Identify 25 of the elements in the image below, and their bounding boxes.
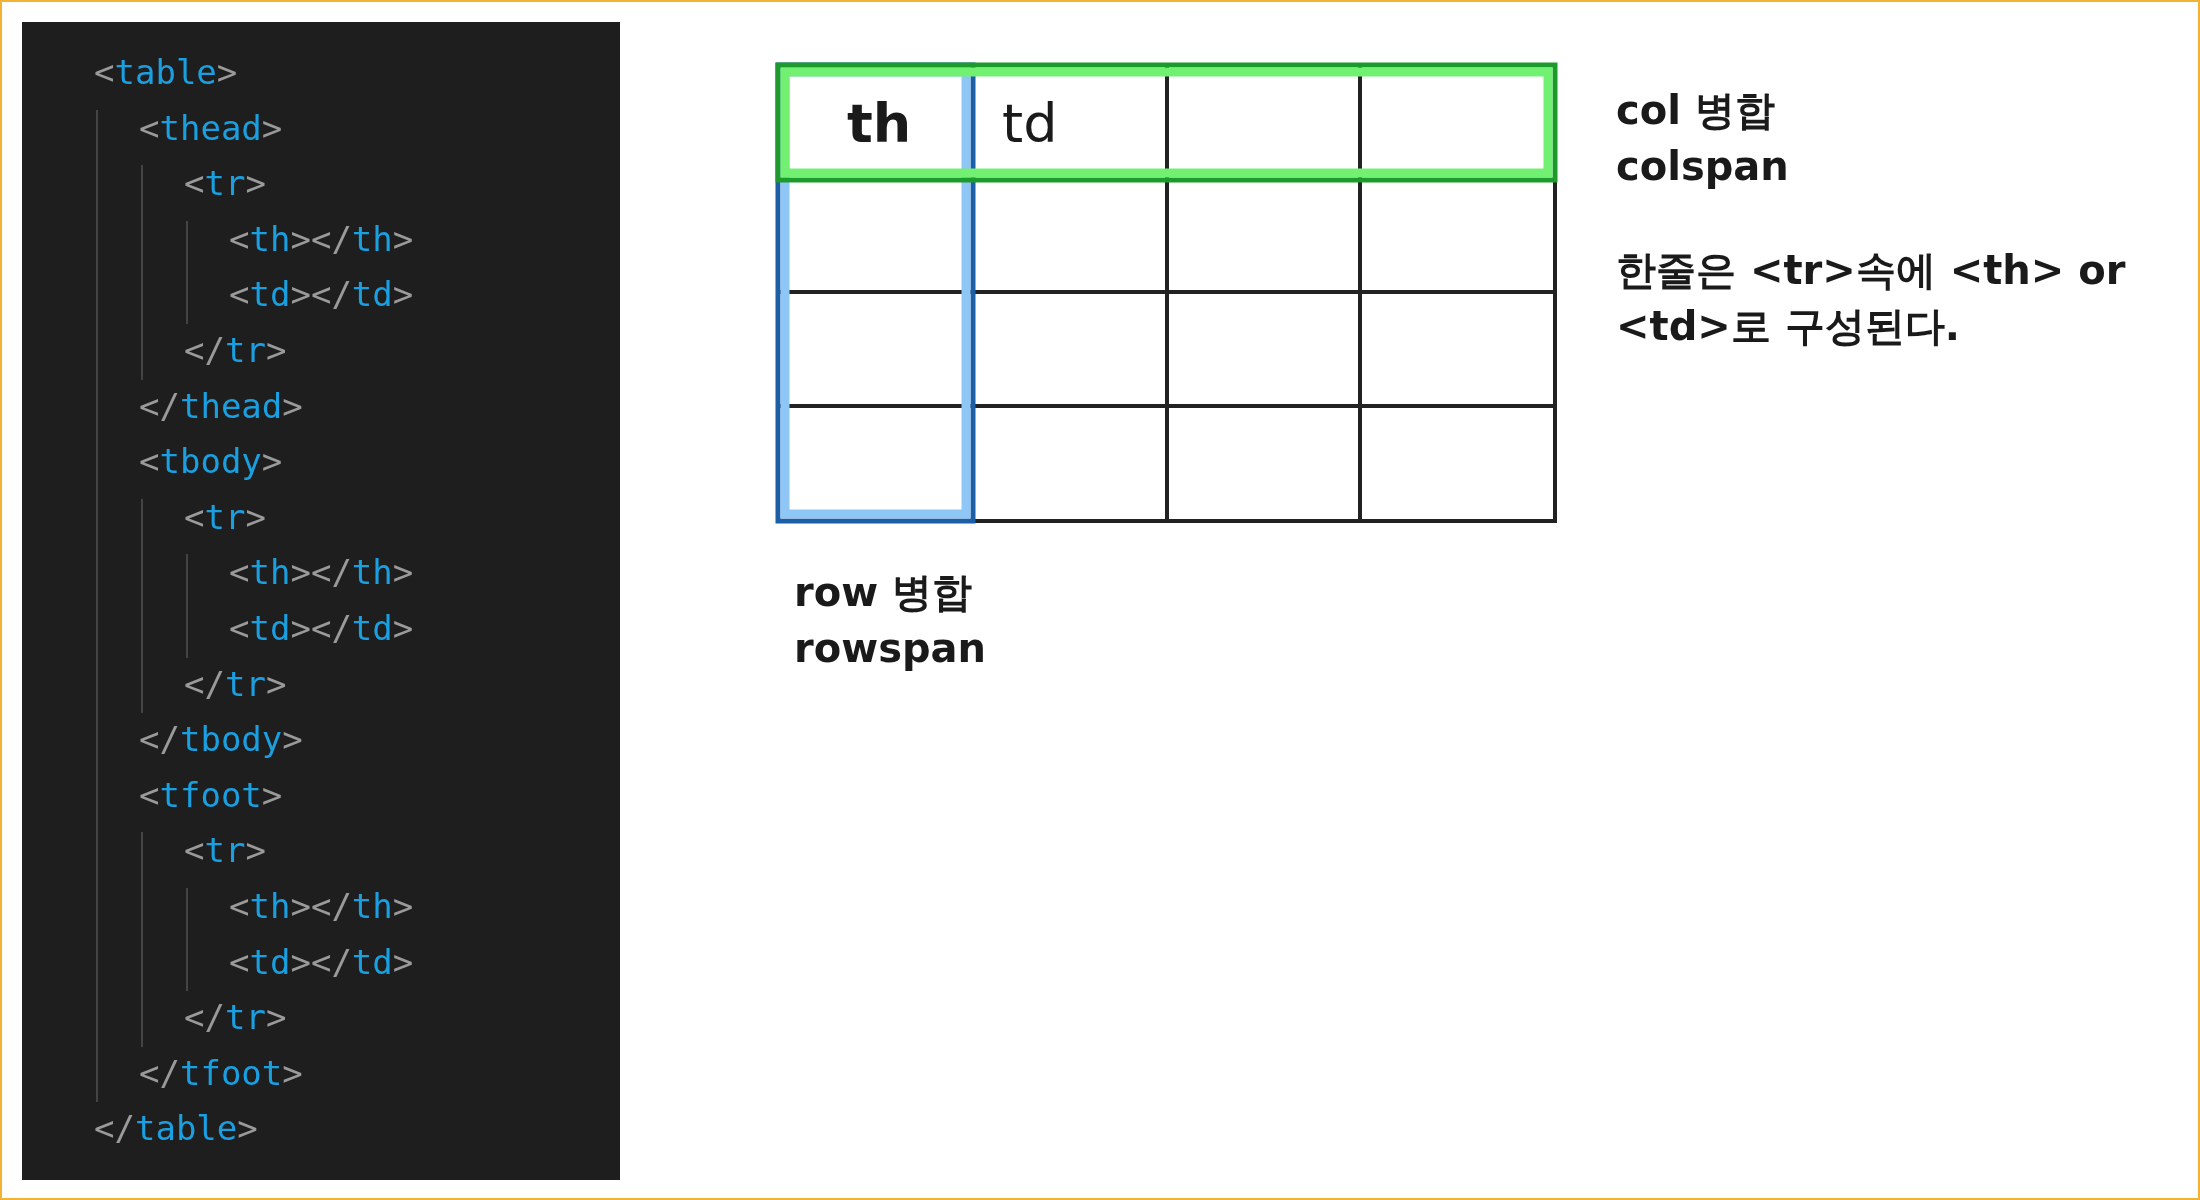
- code-line: <tbody>: [139, 440, 283, 484]
- code-line: </tfoot>: [139, 1051, 303, 1095]
- code-line: </tr>: [184, 329, 287, 372]
- code-line: <tr>: [184, 162, 266, 206]
- code-line: <th></th>: [229, 551, 414, 595]
- code-line: <td></td>: [229, 940, 414, 984]
- code-line: <table>: [94, 51, 238, 94]
- code-line: </tbody>: [139, 718, 303, 762]
- table-row-note: 한줄은 <tr>속에 <th> or <td>로 구성된다.: [1616, 246, 2127, 351]
- code-line: <tfoot>: [139, 773, 283, 817]
- code-line: <thead>: [139, 106, 283, 150]
- data-cell-text: td: [1002, 92, 1058, 156]
- rowspan-note: row 병합 rowspan: [794, 568, 988, 673]
- code-line: <th></th>: [229, 885, 414, 928]
- colspan-note: col 병합 colspan: [1616, 86, 1790, 191]
- code-line: </table>: [94, 1107, 258, 1151]
- code-line: <td></td>: [229, 273, 414, 317]
- code-line: <td></td>: [229, 607, 414, 650]
- code-line: <tr>: [184, 829, 266, 873]
- header-cell-text: th: [847, 92, 912, 156]
- code-line: </tr>: [184, 662, 287, 706]
- code-line: </thead>: [139, 384, 303, 428]
- code-line: <tr>: [184, 495, 266, 539]
- code-line: </tr>: [184, 996, 287, 1040]
- code-line: <th></th>: [229, 217, 414, 261]
